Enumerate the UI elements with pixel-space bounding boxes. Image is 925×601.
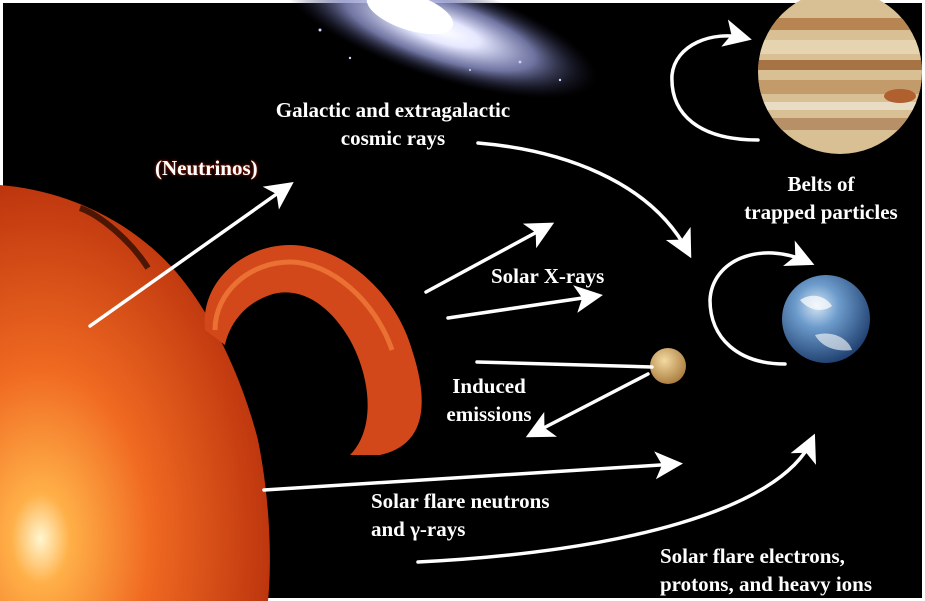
trapped-belts-label-line2: trapped particles [722, 198, 920, 226]
flare-particles-label-line2: protons, and heavy ions [660, 570, 872, 598]
trapped-belts-label-line1: Belts of [722, 170, 920, 198]
flare-particles-label: Solar flare electrons, protons, and heav… [660, 542, 872, 598]
flare-neutrons-label-line1: Solar flare neutrons [371, 487, 550, 515]
trapped-belts-label: Belts of trapped particles [722, 170, 920, 226]
neutrinos-label: (Neutrinos) [155, 154, 258, 182]
earth-image [782, 275, 870, 363]
xrays-label: Solar X-rays [491, 262, 604, 290]
venus-image [650, 348, 686, 384]
cosmic-rays-label-line1: Galactic and extragalactic [237, 96, 549, 124]
flare-neutrons-label: Solar flare neutrons and γ-rays [371, 487, 550, 543]
induced-emissions-label-line2: emissions [436, 400, 542, 428]
induced-emissions-label-line1: Induced [436, 372, 542, 400]
cosmic-rays-label: Galactic and extragalactic cosmic rays [237, 96, 549, 152]
flare-particles-label-line1: Solar flare electrons, [660, 542, 872, 570]
cosmic-rays-label-line2: cosmic rays [237, 124, 549, 152]
flare-neutrons-label-line2: and γ-rays [371, 515, 550, 543]
induced-emissions-label: Induced emissions [436, 372, 542, 428]
